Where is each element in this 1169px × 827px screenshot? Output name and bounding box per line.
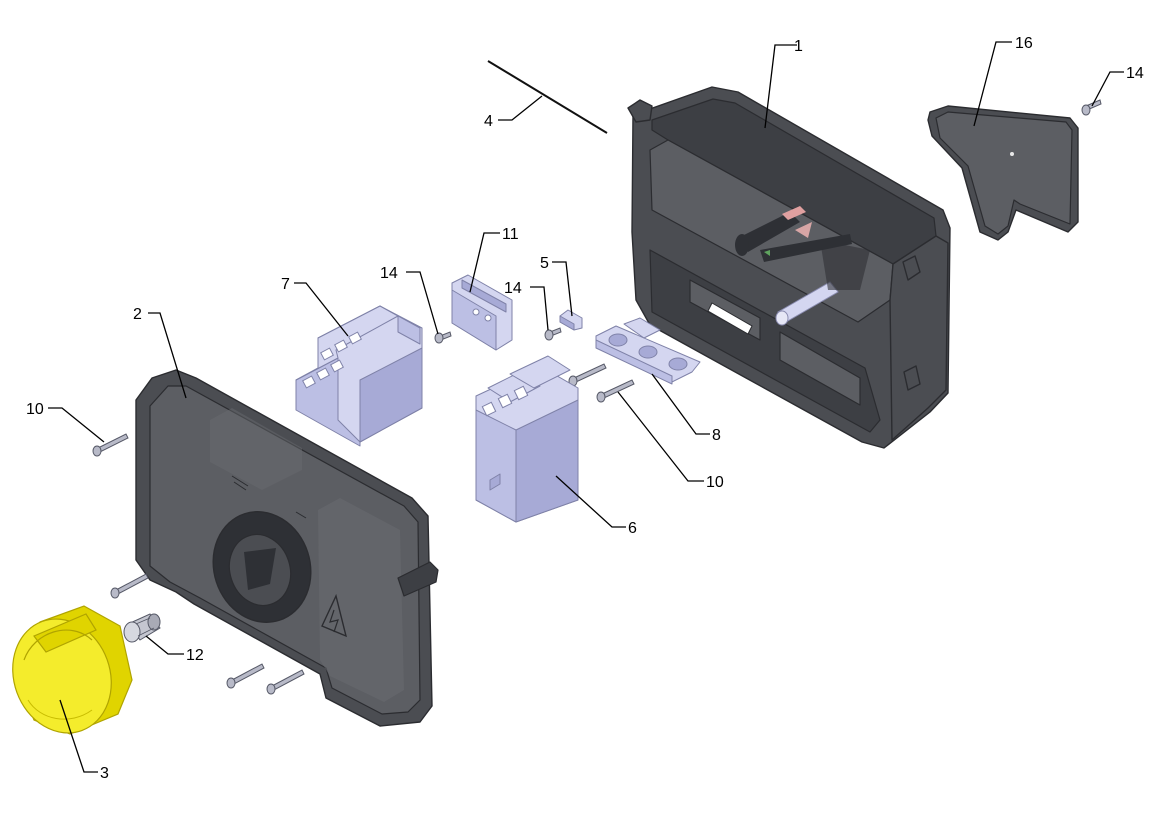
leader-14b xyxy=(406,271,439,335)
part-14-screw-top-right xyxy=(1081,99,1102,116)
label-6: 6 xyxy=(628,520,637,537)
label-1: 1 xyxy=(794,38,803,55)
label-16: 16 xyxy=(1015,35,1033,52)
leader-3 xyxy=(59,699,98,773)
label-4: 4 xyxy=(484,113,493,130)
leader-12 xyxy=(145,635,184,655)
leader-4 xyxy=(498,95,543,121)
leader-lines xyxy=(48,41,1124,773)
leader-10b xyxy=(617,391,704,482)
leader-5 xyxy=(552,261,573,317)
part-labels: 1 16 14 4 11 5 14 14 7 2 10 8 10 6 12 3 xyxy=(26,35,1144,782)
part-14-screw-middle xyxy=(434,331,452,344)
label-12: 12 xyxy=(186,647,204,664)
leader-14c xyxy=(530,286,549,331)
cover-screw-lower-b xyxy=(266,669,305,695)
label-10-right: 10 xyxy=(706,474,724,491)
label-5: 5 xyxy=(540,255,549,272)
label-8: 8 xyxy=(712,427,721,444)
label-14-middle: 14 xyxy=(380,265,398,282)
part-10-screw-right-lower xyxy=(596,379,635,403)
part-5-clip xyxy=(559,309,583,331)
leader-8 xyxy=(651,373,710,435)
part-1-rear-housing xyxy=(627,86,951,449)
label-11: 11 xyxy=(502,226,519,243)
leader-1 xyxy=(764,44,797,129)
label-7: 7 xyxy=(281,276,290,293)
leader-11 xyxy=(469,232,500,293)
label-14-top-right: 14 xyxy=(1126,65,1144,82)
cover-screw-lower-a xyxy=(226,663,265,689)
part-2-front-cover xyxy=(135,369,439,727)
cover-screw-upper xyxy=(110,573,149,599)
leader-10a xyxy=(48,407,105,443)
leader-6 xyxy=(555,475,626,528)
leader-2 xyxy=(148,312,187,399)
part-7-contactor xyxy=(295,305,423,447)
part-11-rail xyxy=(451,274,513,351)
label-2: 2 xyxy=(133,306,142,323)
part-12-knob-adapter xyxy=(123,613,161,643)
part-10-screw-right-upper xyxy=(568,363,607,387)
label-10-left: 10 xyxy=(26,401,44,418)
leader-16 xyxy=(973,41,1012,127)
part-14-screw-center xyxy=(544,327,562,341)
label-3: 3 xyxy=(100,765,109,782)
part-8-terminal-strip xyxy=(595,317,701,385)
leader-14a xyxy=(1091,71,1124,107)
part-3-yellow-knob xyxy=(12,605,133,735)
leader-7 xyxy=(294,282,349,337)
part-4-cable xyxy=(487,60,608,134)
part-10-screw-left xyxy=(92,433,129,457)
part-6-motor-protector xyxy=(475,355,579,523)
part-16-bracket xyxy=(927,105,1079,241)
label-14-center: 14 xyxy=(504,280,522,297)
